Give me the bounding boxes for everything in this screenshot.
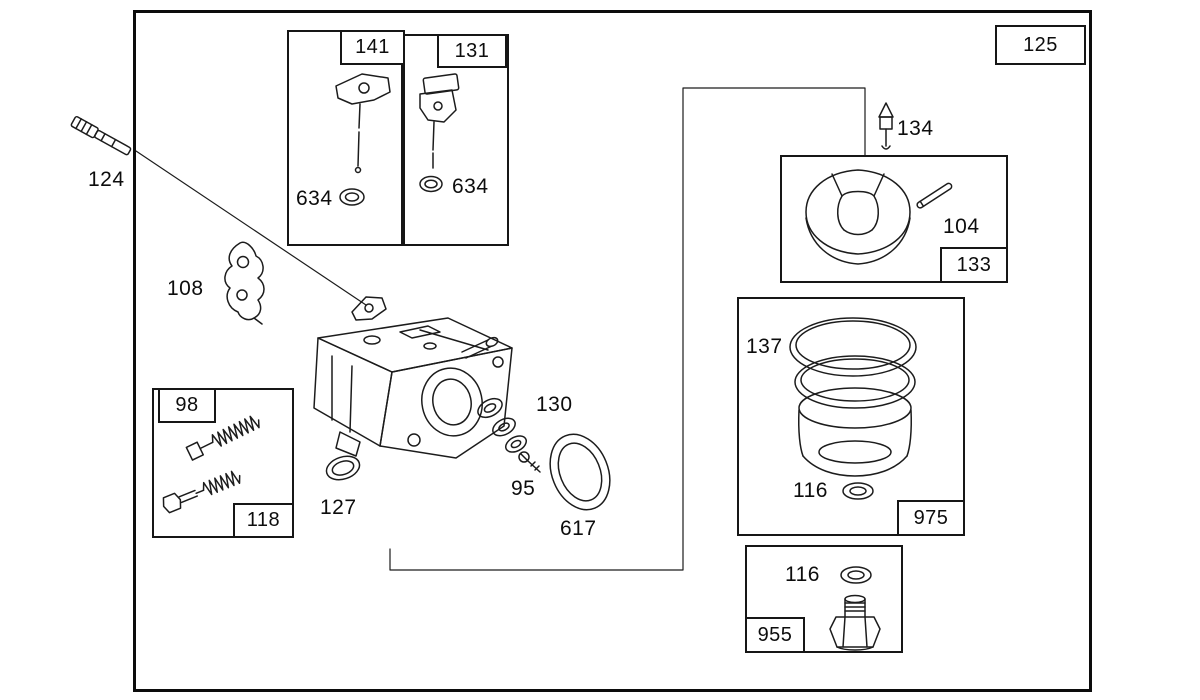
- callout-137: 137: [746, 335, 783, 358]
- bowl-gasket-drawing: [789, 317, 917, 409]
- callout-116-nut: 116: [785, 563, 820, 586]
- small-screw-drawing: [518, 451, 541, 473]
- throttle-shaft-drawing: [70, 115, 367, 306]
- callout-634a: 634: [296, 187, 333, 210]
- needle-valve-drawing: [419, 73, 460, 169]
- oring-127-drawing: [325, 455, 361, 481]
- callout-box-955: 955: [745, 617, 805, 653]
- callout-box-133: 133: [940, 247, 1008, 283]
- callout-634b: 634: [452, 175, 489, 198]
- group-box-133: [780, 155, 1008, 283]
- callout-127: 127: [320, 496, 357, 519]
- float-drawing: [805, 169, 911, 265]
- oring-634a-drawing: [339, 188, 365, 206]
- callout-box-141: 141: [340, 30, 405, 65]
- group-box-98: [152, 388, 294, 538]
- callout-box-125: 125: [995, 25, 1086, 65]
- callout-130: 130: [536, 393, 573, 416]
- callout-134: 134: [897, 117, 934, 140]
- callout-617: 617: [560, 517, 597, 540]
- washer-116a-drawing: [842, 482, 874, 500]
- bowl-nut-drawing: [829, 594, 881, 651]
- bracket-drawing: [224, 241, 265, 325]
- callout-box-98: 98: [158, 388, 216, 423]
- group-box-975: [737, 297, 965, 536]
- cover-617-drawing: [549, 433, 611, 511]
- hinge-pin-drawing: [916, 182, 953, 209]
- washer-stack-drawing: [477, 397, 528, 453]
- callout-box-118: 118: [233, 503, 294, 538]
- callout-108: 108: [167, 277, 204, 300]
- mixture-screw-b-drawing: [162, 470, 241, 514]
- callout-124: 124: [88, 168, 125, 191]
- callout-box-131: 131: [437, 34, 507, 68]
- carburetor-body-drawing: [313, 296, 513, 459]
- oring-634b-drawing: [419, 175, 443, 193]
- assembly-connector-line: [389, 87, 866, 571]
- float-needle-drawing: [878, 102, 894, 150]
- callout-116-bowl: 116: [793, 479, 828, 502]
- group-box-955: [745, 545, 903, 653]
- choke-lever-drawing: [335, 73, 391, 174]
- mixture-screw-a-drawing: [185, 415, 260, 461]
- callout-box-975: 975: [897, 500, 965, 536]
- callout-104: 104: [943, 215, 980, 238]
- washer-116b-drawing: [840, 566, 872, 584]
- float-bowl-drawing: [798, 387, 912, 477]
- callout-95: 95: [511, 477, 536, 500]
